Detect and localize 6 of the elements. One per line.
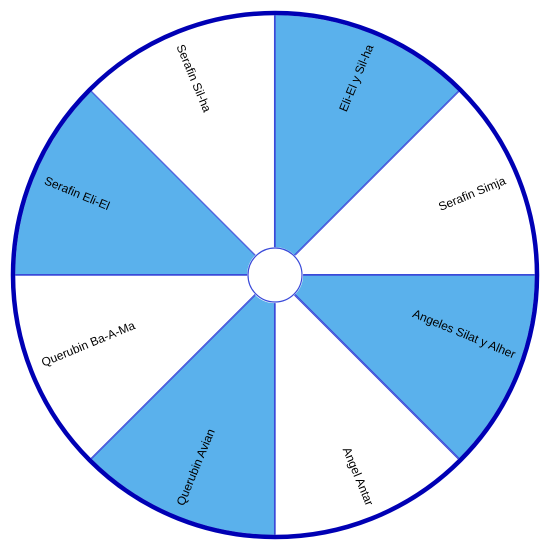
wheel-sector	[15, 275, 256, 459]
sector-label: Angel Antar	[340, 445, 377, 508]
sector-label: Eli-El y Sil-ha	[336, 42, 377, 114]
sector-label: Serafin Sil-ha	[173, 42, 214, 114]
wheel-sector	[91, 294, 275, 535]
sector-label: Serafin Simja	[436, 173, 508, 214]
